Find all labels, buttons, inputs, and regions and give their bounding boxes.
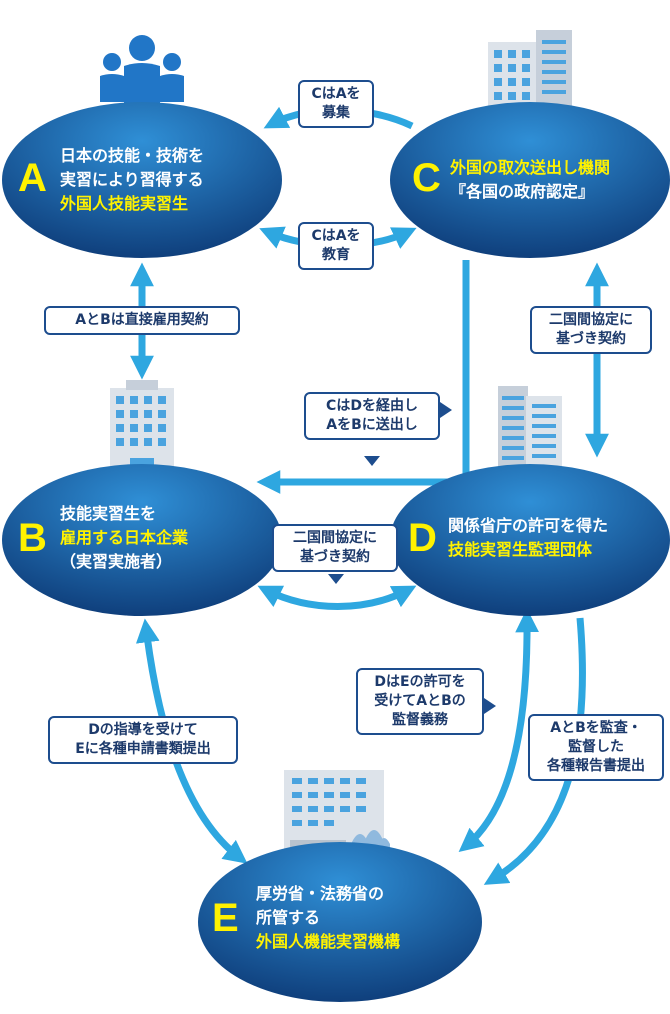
node-d-line-1: 関係省庁の許可を得た <box>448 516 609 535</box>
node-b-line-3: （実習実施者） <box>60 552 173 571</box>
node-e-highlight: 外国人機能実習機構 <box>256 932 401 951</box>
node-e-line-2: 所管する <box>256 908 321 927</box>
label-c-educates-a: CはAを 教育 <box>298 222 374 270</box>
arrow-c-via-d-to-b <box>256 260 470 494</box>
label-d-submits-reports: AとBを監査・ 監督した 各種報告書提出 <box>528 714 664 781</box>
arrow-d-e-report <box>483 617 586 885</box>
node-e-line-1: 厚労省・法務省の <box>256 884 385 903</box>
government-building-icon <box>284 770 390 856</box>
arrow-d-e-permit <box>458 608 540 853</box>
node-e-ellipse <box>198 842 482 1002</box>
label-c-recruits-a: CはAを 募集 <box>298 80 374 128</box>
label-b-d-agreement: 二国間協定に 基づき契約 <box>272 524 398 572</box>
pointer-c-via-d-right <box>440 402 452 418</box>
label-d-supervision-duty: DはEの許可を 受けてAとBの 監督義務 <box>356 668 484 735</box>
pointer-d-e-right <box>484 698 496 714</box>
label-c-d-agreement: 二国間協定に 基づき契約 <box>530 306 652 354</box>
node-a-ellipse <box>2 102 282 258</box>
node-b-highlight: 雇用する日本企業 <box>60 528 189 547</box>
node-a-highlight: 外国人技能実習生 <box>60 194 189 213</box>
node-d-letter: D <box>408 516 437 560</box>
node-a-text: 日本の技能・技術を 実習により習得する 外国人技能実習生 <box>60 144 204 216</box>
node-a-letter: A <box>18 156 47 200</box>
label-a-b-direct-contract: AとBは直接雇用契約 <box>44 306 240 335</box>
node-e-text: 厚労省・法務省の 所管する 外国人機能実習機構 <box>256 882 400 954</box>
pointer-b-d-down <box>328 574 344 584</box>
node-a-line-1: 日本の技能・技術を <box>60 146 205 165</box>
node-d-text: 関係省庁の許可を得た 技能実習生監理団体 <box>448 514 608 562</box>
node-c-highlight: 外国の取次送出し機関 <box>450 158 611 177</box>
node-c-ellipse <box>390 102 670 258</box>
node-b-ellipse <box>2 464 282 616</box>
pointer-c-via-d-down <box>364 456 380 466</box>
node-ellipses <box>2 102 670 1002</box>
node-d-ellipse <box>390 464 670 616</box>
label-c-sends-a-via-d: CはDを経由し AをBに送出し <box>304 392 440 440</box>
node-d-highlight: 技能実習生監理団体 <box>448 540 593 559</box>
node-c-line-2: 『各国の政府認定』 <box>450 182 595 201</box>
arrow-b-e-apply <box>135 618 248 864</box>
node-a-line-2: 実習により習得する <box>60 170 204 189</box>
node-b-line-1: 技能実習生を <box>60 504 157 523</box>
label-pointers <box>328 402 496 714</box>
node-e-letter: E <box>212 896 239 940</box>
node-b-text: 技能実習生を 雇用する日本企業 （実習実施者） <box>60 502 188 574</box>
node-c-text: 外国の取次送出し機関 『各国の政府認定』 <box>450 156 610 204</box>
node-b-letter: B <box>18 516 47 560</box>
node-c-letter: C <box>412 156 441 200</box>
label-b-submits-applications: Dの指導を受けて Eに各種申請書類提出 <box>48 716 238 764</box>
arrow-b-d-agreement <box>257 585 417 610</box>
